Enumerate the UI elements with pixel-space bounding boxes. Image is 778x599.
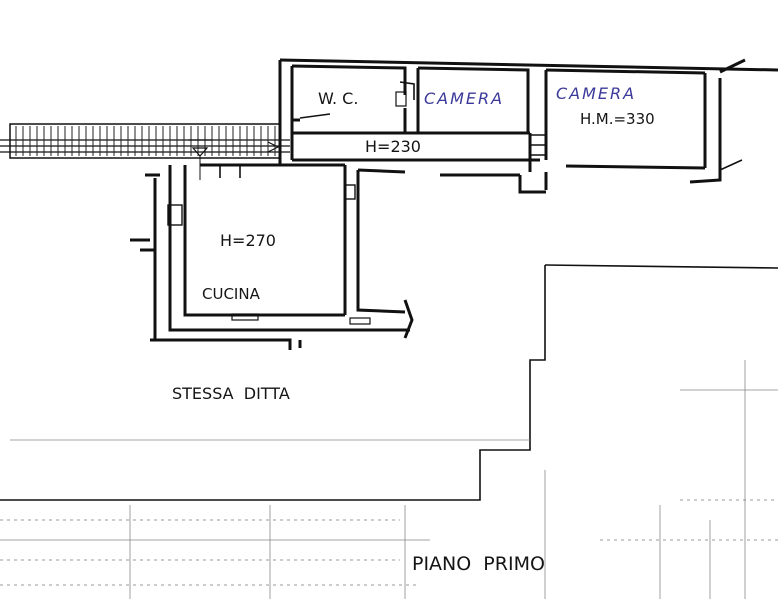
room-height-camera-2: H.M.=330	[580, 110, 655, 128]
room-label-cucina: CUCINA	[202, 285, 261, 303]
neighbour-label: STESSA DITTA	[172, 384, 290, 403]
stair-hatch	[0, 123, 290, 159]
door-marks	[299, 81, 546, 156]
kitchen-walls	[130, 163, 410, 350]
room-label-camera-1: CAMERA	[424, 89, 504, 108]
floor-label: PIANO PRIMO	[412, 553, 545, 575]
upper-block-walls	[278, 58, 778, 190]
arrow-right-icon	[267, 141, 280, 153]
room-label-camera-2: CAMERA	[556, 84, 636, 103]
room-height-cucina: H=270	[220, 231, 276, 250]
room-label-wc: W. C.	[318, 89, 358, 108]
property-boundary	[0, 264, 778, 599]
level-marker-icon	[188, 139, 212, 180]
corridor-height: H=230	[365, 137, 421, 156]
corridor-walls	[356, 168, 546, 339]
